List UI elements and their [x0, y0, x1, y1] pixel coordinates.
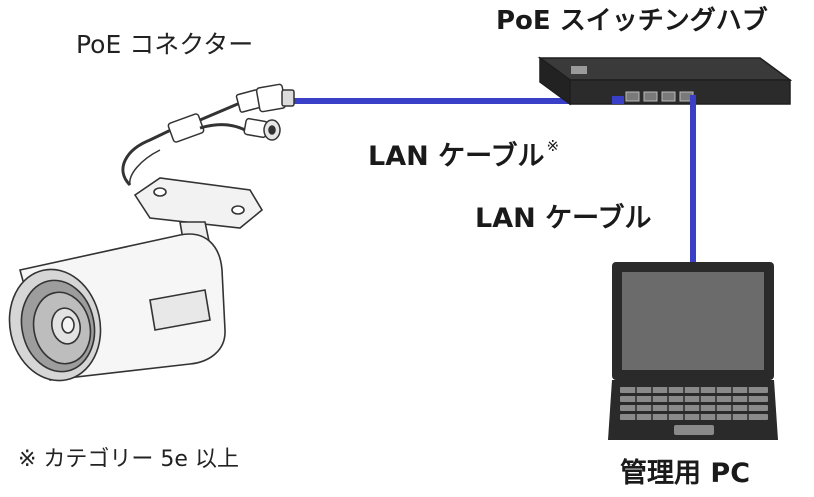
poe-connector-icon	[121, 83, 295, 187]
poe-switching-hub-icon	[537, 56, 793, 106]
lan-cable-label-2: LAN ケーブル	[475, 203, 652, 234]
lan-cable-label-1-text: LAN ケーブル	[368, 141, 545, 172]
lan-cable-label-1: LAN ケーブル※	[368, 137, 560, 172]
poe-connector-label: PoE コネクター	[76, 30, 254, 59]
poe-switching-hub-label: PoE スイッチングハブ	[496, 6, 768, 36]
laptop-pc-icon	[608, 262, 778, 440]
footnote: ※ カテゴリー 5e 以上	[18, 447, 239, 472]
management-pc-label: 管理用 PC	[620, 458, 751, 489]
bullet-camera-icon	[8, 177, 264, 382]
lan-cable-note-mark: ※	[546, 137, 560, 155]
